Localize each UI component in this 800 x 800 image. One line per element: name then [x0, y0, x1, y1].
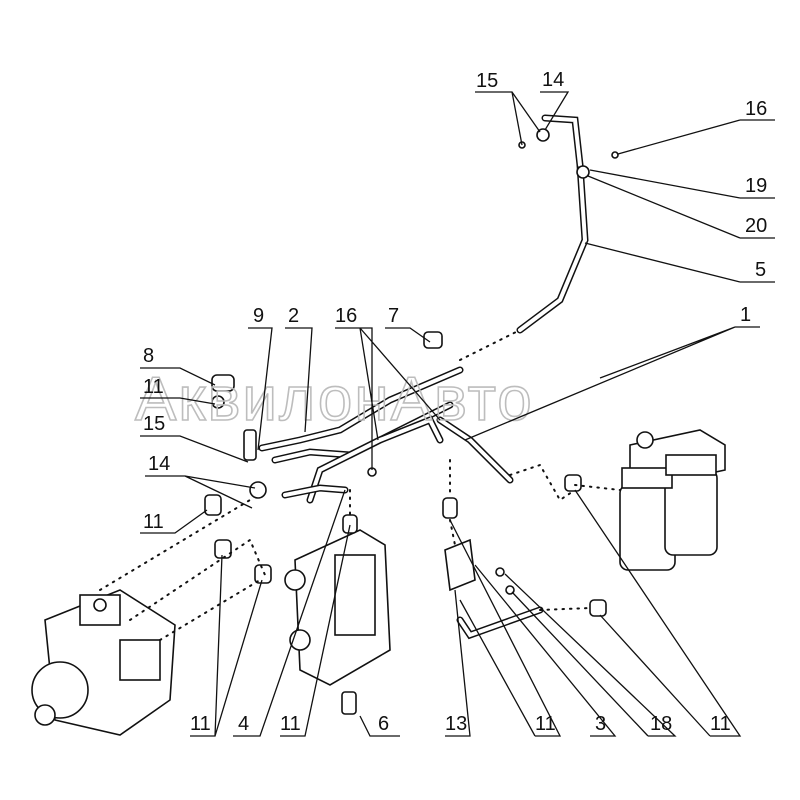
callout-9: 9 — [253, 305, 264, 327]
callout-2: 2 — [288, 305, 299, 327]
callout-6: 6 — [378, 713, 389, 735]
callout-5: 5 — [755, 259, 766, 281]
fittings — [204, 128, 619, 617]
callout-16-mid: 16 — [335, 305, 357, 327]
callout-11-bottom-1: 11 — [190, 713, 211, 735]
callout-13: 13 — [445, 713, 467, 735]
callout-19: 19 — [745, 175, 767, 197]
callout-11-b: 11 — [143, 511, 164, 533]
bracket — [444, 538, 476, 592]
callout-16-right: 16 — [745, 98, 767, 120]
fuel-tubes — [258, 114, 589, 640]
callout-11-bottom-3: 11 — [535, 713, 556, 735]
ecu-unit — [284, 529, 391, 715]
callout-7: 7 — [388, 305, 399, 327]
callout-4: 4 — [238, 713, 249, 735]
fuel-filter-assembly — [619, 429, 726, 571]
callout-20: 20 — [745, 215, 767, 237]
callout-1: 1 — [740, 304, 751, 326]
callout-14-top: 14 — [542, 69, 564, 91]
callout-15-top: 15 — [476, 70, 498, 92]
callout-11-bottom-4: 11 — [710, 713, 731, 735]
callout-3: 3 — [595, 713, 606, 735]
callout-15-left: 15 — [143, 413, 165, 435]
leader-lines — [140, 91, 775, 737]
injection-pump — [31, 589, 176, 736]
callout-11-bottom-2: 11 — [280, 713, 301, 735]
callout-11-a: 11 — [143, 376, 164, 398]
callout-14-left: 14 — [148, 453, 170, 475]
callout-labels: 15 14 16 19 20 5 1 7 16 2 9 8 11 15 14 1… — [143, 69, 767, 735]
assembly-lines — [99, 329, 621, 641]
callout-18: 18 — [650, 713, 672, 735]
watermark: АквилонАвто — [135, 365, 534, 434]
callout-8: 8 — [143, 345, 154, 367]
